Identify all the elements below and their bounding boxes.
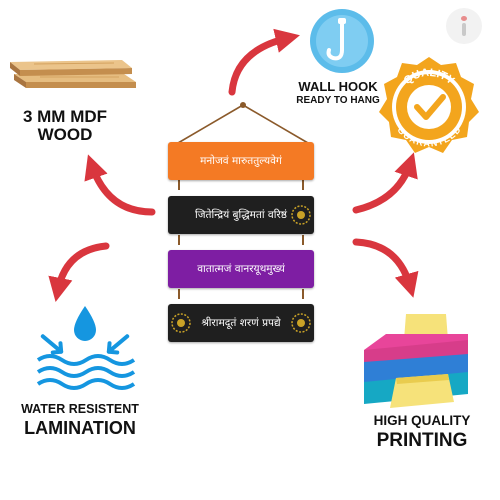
arrow-to-lamination	[48, 242, 110, 303]
hanging-string	[177, 102, 309, 144]
mandala-icon	[171, 313, 191, 333]
mandala-icon	[291, 313, 311, 333]
water-drop-icon	[36, 306, 136, 390]
wood-planks-icon	[10, 60, 136, 88]
wood-label: 3 MM MDF WOOD	[22, 107, 108, 144]
board-2-text: जितेन्द्रियं बुद्धिमतां वरिष्ठं	[195, 209, 287, 221]
quality-guaranteed-stamp-icon: QUALITY GUARANTEED	[379, 57, 479, 153]
lamination-label: WATER RESISTENT LAMINATION	[21, 402, 139, 439]
brand-logo-icon	[446, 8, 482, 44]
arrow-to-printer	[352, 238, 419, 298]
mandala-icon	[291, 205, 311, 225]
board-3: वातात्मजं वानरयूथमुख्यं	[168, 250, 314, 288]
arrow-to-hook	[228, 28, 300, 96]
board-1-text: मनोजवं मारुततुल्यवेगं	[200, 155, 282, 167]
printer-icon	[364, 314, 468, 408]
board-4: श्रीरामदूतं शरणं प्रपद्ये	[168, 304, 314, 342]
hook-label: WALL HOOK READY TO HANG	[296, 79, 380, 106]
arrow-to-wood	[84, 154, 156, 216]
board-4-text: श्रीरामदूतं शरणं प्रपद्ये	[201, 317, 281, 329]
wall-hook-icon	[310, 9, 374, 73]
board-2: जितेन्द्रियं बुद्धिमतां वरिष्ठं	[168, 196, 314, 234]
arrow-to-stamp	[352, 152, 418, 214]
board-3-text: वातात्मजं वानरयूथमुख्यं	[197, 263, 285, 275]
board-1: मनोजवं मारुततुल्यवेगं	[168, 142, 314, 180]
printing-label: HIGH QUALITY PRINTING	[373, 413, 471, 452]
